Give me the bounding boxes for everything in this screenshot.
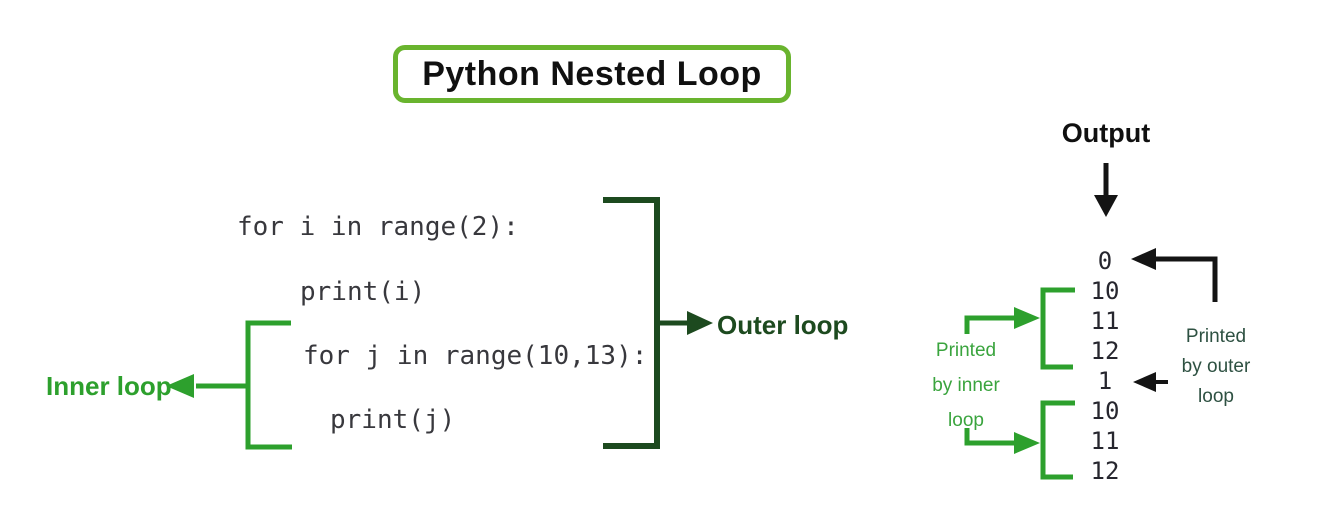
printed-by-outer-annotation: Printed by outer loop <box>1141 322 1291 412</box>
outer-annotation-arrow-0-icon <box>1131 248 1218 302</box>
output-value: 12 <box>1090 457 1120 485</box>
inner-loop-bracket <box>245 320 292 450</box>
code-line-print-j: print(j) <box>330 405 456 435</box>
annotation-line: by inner <box>932 375 1000 396</box>
inner-annotation-arrow-top-icon <box>964 307 1040 334</box>
page-title: Python Nested Loop <box>422 54 762 93</box>
code-line-outer-for: for i in range(2): <box>237 212 519 242</box>
outer-annotation-arrow-1-icon <box>1133 372 1168 392</box>
annotation-line: Printed <box>935 340 997 361</box>
code-line-print-i: print(i) <box>300 277 426 307</box>
output-value: 11 <box>1090 307 1120 335</box>
outer-loop-label: Outer loop <box>717 310 849 340</box>
output-values-column: 0 10 11 12 1 10 11 12 <box>1079 246 1131 486</box>
output-heading: Output <box>1061 118 1151 148</box>
title-box: Python Nested Loop <box>393 45 791 103</box>
inner-loop-arrow-icon <box>166 374 248 398</box>
output-value: 11 <box>1090 427 1120 455</box>
output-down-arrow-icon <box>1094 163 1118 217</box>
output-value: 10 <box>1090 397 1120 425</box>
output-value: 0 <box>1097 247 1113 275</box>
inner-loop-label: Inner loop <box>46 371 172 401</box>
output-value: 10 <box>1090 277 1120 305</box>
output-inner-group1-bracket <box>1040 287 1075 370</box>
outer-loop-arrow-icon <box>657 311 713 335</box>
annotation-line: loop <box>1198 386 1234 407</box>
annotation-line: by outer <box>1181 356 1251 377</box>
annotation-line: loop <box>948 410 984 431</box>
output-inner-group2-bracket <box>1040 400 1075 480</box>
output-value: 12 <box>1090 337 1120 365</box>
inner-annotation-arrow-bottom-icon <box>964 428 1040 454</box>
annotation-line: Printed <box>1185 326 1247 347</box>
code-line-inner-for: for j in range(10,13): <box>303 341 648 371</box>
output-value: 1 <box>1097 367 1113 395</box>
printed-by-inner-annotation: Printed by inner loop <box>896 333 1036 438</box>
outer-loop-bracket <box>603 197 660 449</box>
